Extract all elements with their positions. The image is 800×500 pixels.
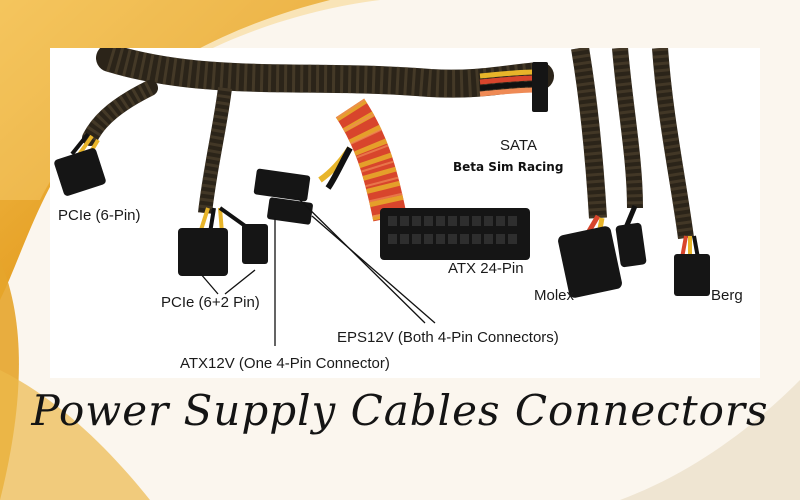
eps12v-connector [253,168,311,202]
pcie62-pointer-left [199,272,219,295]
eps12v-pointer-1 [297,197,426,324]
label-pcie-6plus2: PCIe (6+2 Pin) [161,294,260,311]
label-sata: SATA [500,137,537,154]
atx12v-connector [267,197,313,225]
pcie62-pointer-right [224,269,256,295]
berg-connector [674,254,710,296]
pcie6plus2-connector [178,228,228,276]
psu-cables-photo [50,48,760,378]
label-molex: Molex [534,287,575,304]
label-pcie-6pin: PCIe (6-Pin) [58,207,141,224]
pcie6-connector [54,148,106,196]
label-atx24: ATX 24-Pin [448,260,524,277]
molex-connector [558,226,622,298]
watermark: Beta Sim Racing [453,160,564,174]
label-atx12v: ATX12V (One 4-Pin Connector) [180,355,390,372]
sata-connector [532,62,548,112]
page-title: Power Supply Cables Connectors [31,386,769,435]
cable-illustration [54,48,710,346]
label-berg: Berg [711,287,743,304]
eps12v-pointer-2 [311,215,436,324]
label-eps12v: EPS12V (Both 4-Pin Connectors) [337,329,559,346]
